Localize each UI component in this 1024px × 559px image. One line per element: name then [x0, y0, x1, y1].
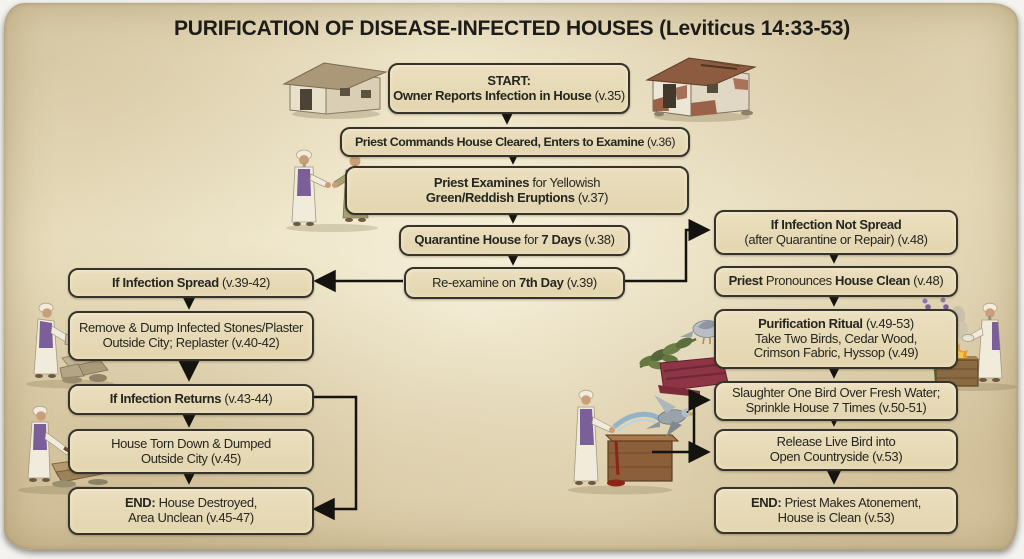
- node-start: START:Owner Reports Infection in House (…: [388, 63, 630, 114]
- node-if-infection-spread: If Infection Spread (v.39-42): [68, 268, 314, 298]
- node-quarantine: Quarantine House for 7 Days (v.38): [399, 225, 630, 256]
- purple-vest: [297, 169, 311, 196]
- door: [663, 84, 676, 108]
- priest-figure: [573, 389, 615, 485]
- door: [300, 89, 312, 110]
- purple-vest: [580, 409, 594, 445]
- page-title: PURIFICATION OF DISEASE-INFECTED HOUSES …: [173, 17, 851, 40]
- node-house-cleared: Priest Commands House Cleared, Enters to…: [340, 127, 690, 157]
- node-slaughter-bird: Slaughter One Bird Over Fresh Water;Spri…: [714, 381, 958, 421]
- node-end-house-clean: END: Priest Makes Atonement,House is Cle…: [714, 487, 958, 534]
- wing: [698, 320, 718, 330]
- node-if-infection-not-spread: If Infection Not Spread(after Quarantine…: [714, 210, 958, 255]
- damaged-roof: [645, 57, 757, 87]
- purple-vest: [39, 321, 53, 348]
- blood-streak: [614, 440, 620, 476]
- infected-house-illustration: [645, 48, 760, 124]
- node-if-infection-returns: If Infection Returns (v.43-44): [68, 384, 314, 415]
- roof: [282, 62, 388, 91]
- priest-figure: [291, 149, 331, 226]
- node-reexamine: Re-examine on 7th Day (v.39): [404, 267, 625, 299]
- node-purification-ritual: Purification Ritual (v.49-53)Take Two Bi…: [714, 309, 958, 369]
- purple-sash: [992, 322, 1000, 350]
- priest-figure: [27, 405, 71, 482]
- priest-figure: [961, 302, 1003, 382]
- priest-water-basin-bird-illustration: [560, 383, 702, 497]
- node-pronounce-clean: Priest Pronounces House Clean (v.48): [714, 266, 958, 297]
- pouring-bowl: [961, 334, 975, 342]
- clean-house-illustration: [282, 56, 390, 120]
- wooden-basin: [604, 434, 680, 487]
- purple-vest: [33, 424, 47, 450]
- node-end-house-destroyed: END: House Destroyed,Area Unclean (v.45-…: [68, 487, 314, 535]
- cedar-branch: [639, 337, 697, 370]
- blood-pool: [607, 479, 625, 487]
